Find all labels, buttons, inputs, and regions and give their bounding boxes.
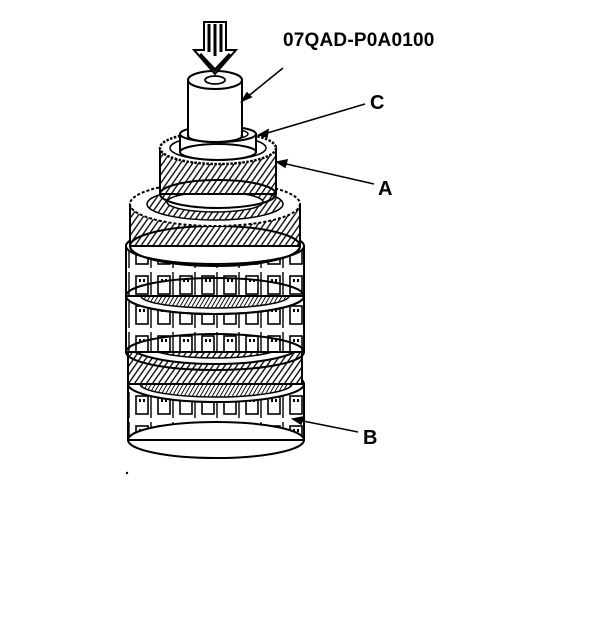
callout-a-label: A — [378, 178, 393, 200]
callout-b-label: B — [363, 427, 378, 449]
leader-lines — [239, 67, 375, 433]
leader-tool — [245, 67, 284, 99]
special-tool-driver — [187, 70, 243, 143]
callout-c-label: C — [370, 92, 385, 114]
leader-b — [297, 419, 359, 433]
down-arrow-icon — [191, 21, 239, 76]
leader-c — [263, 103, 366, 135]
tool-number-label: 07QAD-P0A0100 — [283, 30, 435, 51]
stray-mark — [125, 471, 129, 475]
leader-a — [281, 162, 375, 185]
